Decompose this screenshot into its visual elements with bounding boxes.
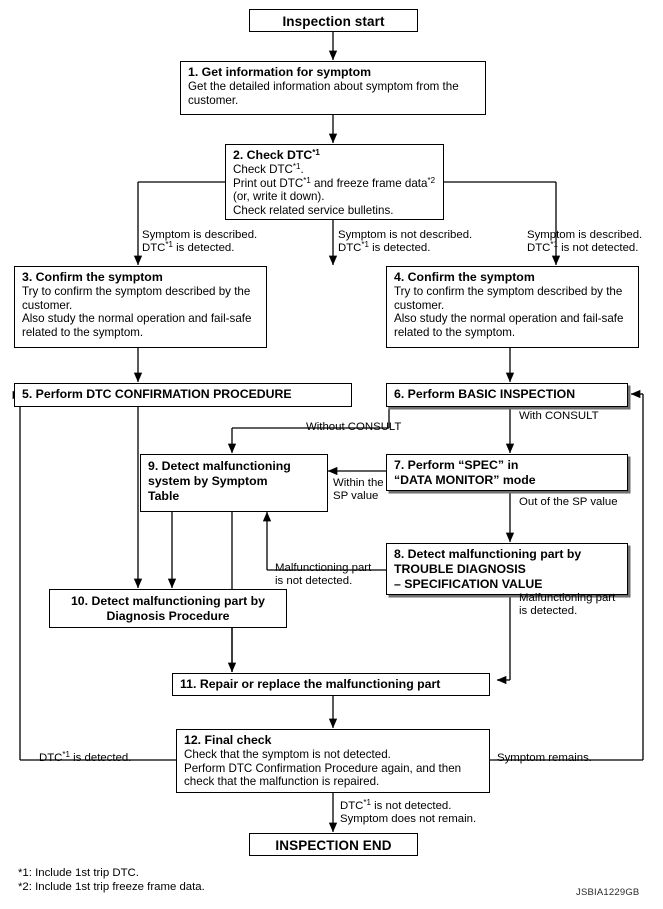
edge-label-left-branch: Symptom is described. DTC*1 is detected. <box>142 229 258 255</box>
node-2-check-dtc[interactable]: 2. Check DTC*1 Check DTC*1. Print out DT… <box>225 144 444 220</box>
node-7-spec-data-monitor[interactable]: 7. Perform “SPEC” in “DATA MONITOR” mode <box>386 454 628 491</box>
node-4-title: 4. Confirm the symptom <box>394 270 535 284</box>
node-6-basic-inspection[interactable]: 6. Perform BASIC INSPECTION <box>386 383 628 407</box>
node-10-title: 10. Detect malfunctioning part by Diagno… <box>70 594 266 623</box>
node-inspection-end[interactable]: INSPECTION END <box>249 833 418 856</box>
node-8-trouble-diagnosis-spec-value[interactable]: 8. Detect malfunctioning part by TROUBLE… <box>386 543 628 595</box>
node-8-title: 8. Detect malfunctioning part by TROUBLE… <box>394 547 582 591</box>
node-10-diagnosis-procedure[interactable]: 10. Detect malfunctioning part by Diagno… <box>49 589 287 628</box>
node-4-body: Try to confirm the symptom described by … <box>394 285 624 339</box>
edge-label-without-consult: Without CONSULT <box>306 421 402 433</box>
edge-label-with-consult: With CONSULT <box>519 410 599 422</box>
node-5-title: 5. Perform DTC CONFIRMATION PROCEDURE <box>22 387 292 401</box>
footnotes: *1: Include 1st trip DTC. *2: Include 1s… <box>18 867 205 893</box>
node-12-title: 12. Final check <box>184 733 272 747</box>
node-6-title: 6. Perform BASIC INSPECTION <box>394 387 576 401</box>
node-2-title: 2. Check DTC*1 <box>233 148 320 162</box>
node-3-title: 3. Confirm the symptom <box>22 270 163 284</box>
edge-label-final-ok: DTC*1 is not detected. Symptom does not … <box>340 798 477 826</box>
node-11-title: 11. Repair or replace the malfunctioning… <box>180 676 441 691</box>
node-inspection-start-label: Inspection start <box>282 14 385 29</box>
node-3-confirm-symptom[interactable]: 3. Confirm the symptom Try to confirm th… <box>14 266 267 348</box>
node-12-final-check[interactable]: 12. Final check Check that the symptom i… <box>176 729 490 793</box>
figure-code: JSBIA1229GB <box>576 887 640 898</box>
edge-label-within-sp-value: Within the SP value <box>333 477 384 503</box>
edge-label-middle-branch: Symptom is not described. DTC*1 is detec… <box>338 229 473 255</box>
node-2-body: Check DTC*1. Print out DTC*1 and freeze … <box>233 162 436 217</box>
node-5-dtc-confirmation-procedure[interactable]: 5. Perform DTC CONFIRMATION PROCEDURE <box>14 383 352 407</box>
edge-label-out-of-sp-value: Out of the SP value <box>519 496 618 508</box>
edge-label-right-branch: Symptom is described. DTC*1 is not detec… <box>527 229 643 255</box>
node-1-get-information[interactable]: 1. Get information for symptom Get the d… <box>180 61 486 115</box>
node-3-body: Try to confirm the symptom described by … <box>22 285 252 339</box>
edge-label-symptom-remains: Symptom remains. <box>497 752 592 764</box>
node-inspection-end-label: INSPECTION END <box>275 838 392 853</box>
node-11-repair-or-replace[interactable]: 11. Repair or replace the malfunctioning… <box>172 673 490 696</box>
node-4-confirm-symptom[interactable]: 4. Confirm the symptom Try to confirm th… <box>386 266 639 348</box>
node-9-symptom-table[interactable]: 9. Detect malfunctioning system by Sympt… <box>140 454 328 512</box>
node-inspection-start[interactable]: Inspection start <box>249 9 418 32</box>
edge-label-part-not-detected: Malfunctioning part is not detected. <box>275 562 372 588</box>
node-9-title: 9. Detect malfunctioning system by Sympt… <box>148 459 291 503</box>
edge-label-part-detected: Malfunctioning part is detected. <box>519 592 616 618</box>
node-1-body: Get the detailed information about sympt… <box>188 80 459 107</box>
edge-label-dtc-detected: DTC*1 is detected. <box>39 750 132 765</box>
node-7-title: 7. Perform “SPEC” in “DATA MONITOR” mode <box>394 458 536 487</box>
node-12-body: Check that the symptom is not detected. … <box>184 748 462 789</box>
node-1-title: 1. Get information for symptom <box>188 65 372 79</box>
